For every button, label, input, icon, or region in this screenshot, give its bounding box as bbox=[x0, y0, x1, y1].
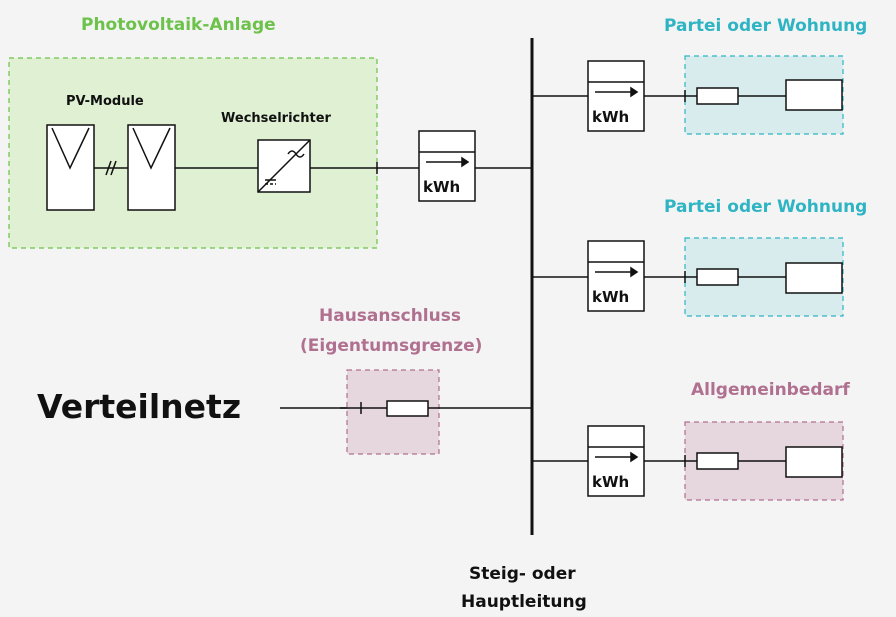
riser-title-line2: Hauptleitung bbox=[461, 592, 587, 612]
pv-module-2-icon bbox=[127, 124, 176, 211]
unit-1-load-icon bbox=[785, 79, 843, 111]
pv-module-1-icon bbox=[46, 124, 95, 211]
inverter-icon bbox=[257, 139, 311, 193]
meter-2-unit: kWh bbox=[592, 288, 630, 306]
unit-2-fuse-icon bbox=[696, 268, 739, 286]
meter-1-unit: kWh bbox=[592, 108, 630, 126]
common-fuse-icon bbox=[696, 452, 739, 470]
common-load-icon bbox=[785, 446, 843, 478]
inverter-label: Wechselrichter bbox=[221, 111, 331, 126]
pv-modules-label: PV-Module bbox=[66, 94, 144, 109]
meter-3-unit: kWh bbox=[592, 473, 630, 491]
unit-1-fuse-icon bbox=[696, 87, 739, 105]
common-title: Allgemeinbedarf bbox=[691, 380, 850, 400]
unit-2-title: Partei oder Wohnung bbox=[664, 197, 868, 217]
house-connection-title-line2: (Eigentumsgrenze) bbox=[300, 336, 483, 356]
house-connection-title-line1: Hausanschluss bbox=[319, 306, 461, 326]
meter-2-icon bbox=[587, 240, 645, 312]
meter-1-icon bbox=[587, 60, 645, 132]
pv-meter-unit: kWh bbox=[423, 178, 461, 196]
unit-1-title: Partei oder Wohnung bbox=[664, 16, 868, 36]
pv-meter-icon bbox=[418, 130, 476, 202]
module-link-icon bbox=[94, 160, 128, 176]
grid-title: Verteilnetz bbox=[37, 387, 242, 426]
house-fuse-icon bbox=[386, 400, 429, 417]
pv-system-title: Photovoltaik-Anlage bbox=[81, 15, 276, 35]
riser-title-line1: Steig- oder bbox=[469, 564, 576, 584]
unit-2-load-icon bbox=[785, 262, 843, 294]
